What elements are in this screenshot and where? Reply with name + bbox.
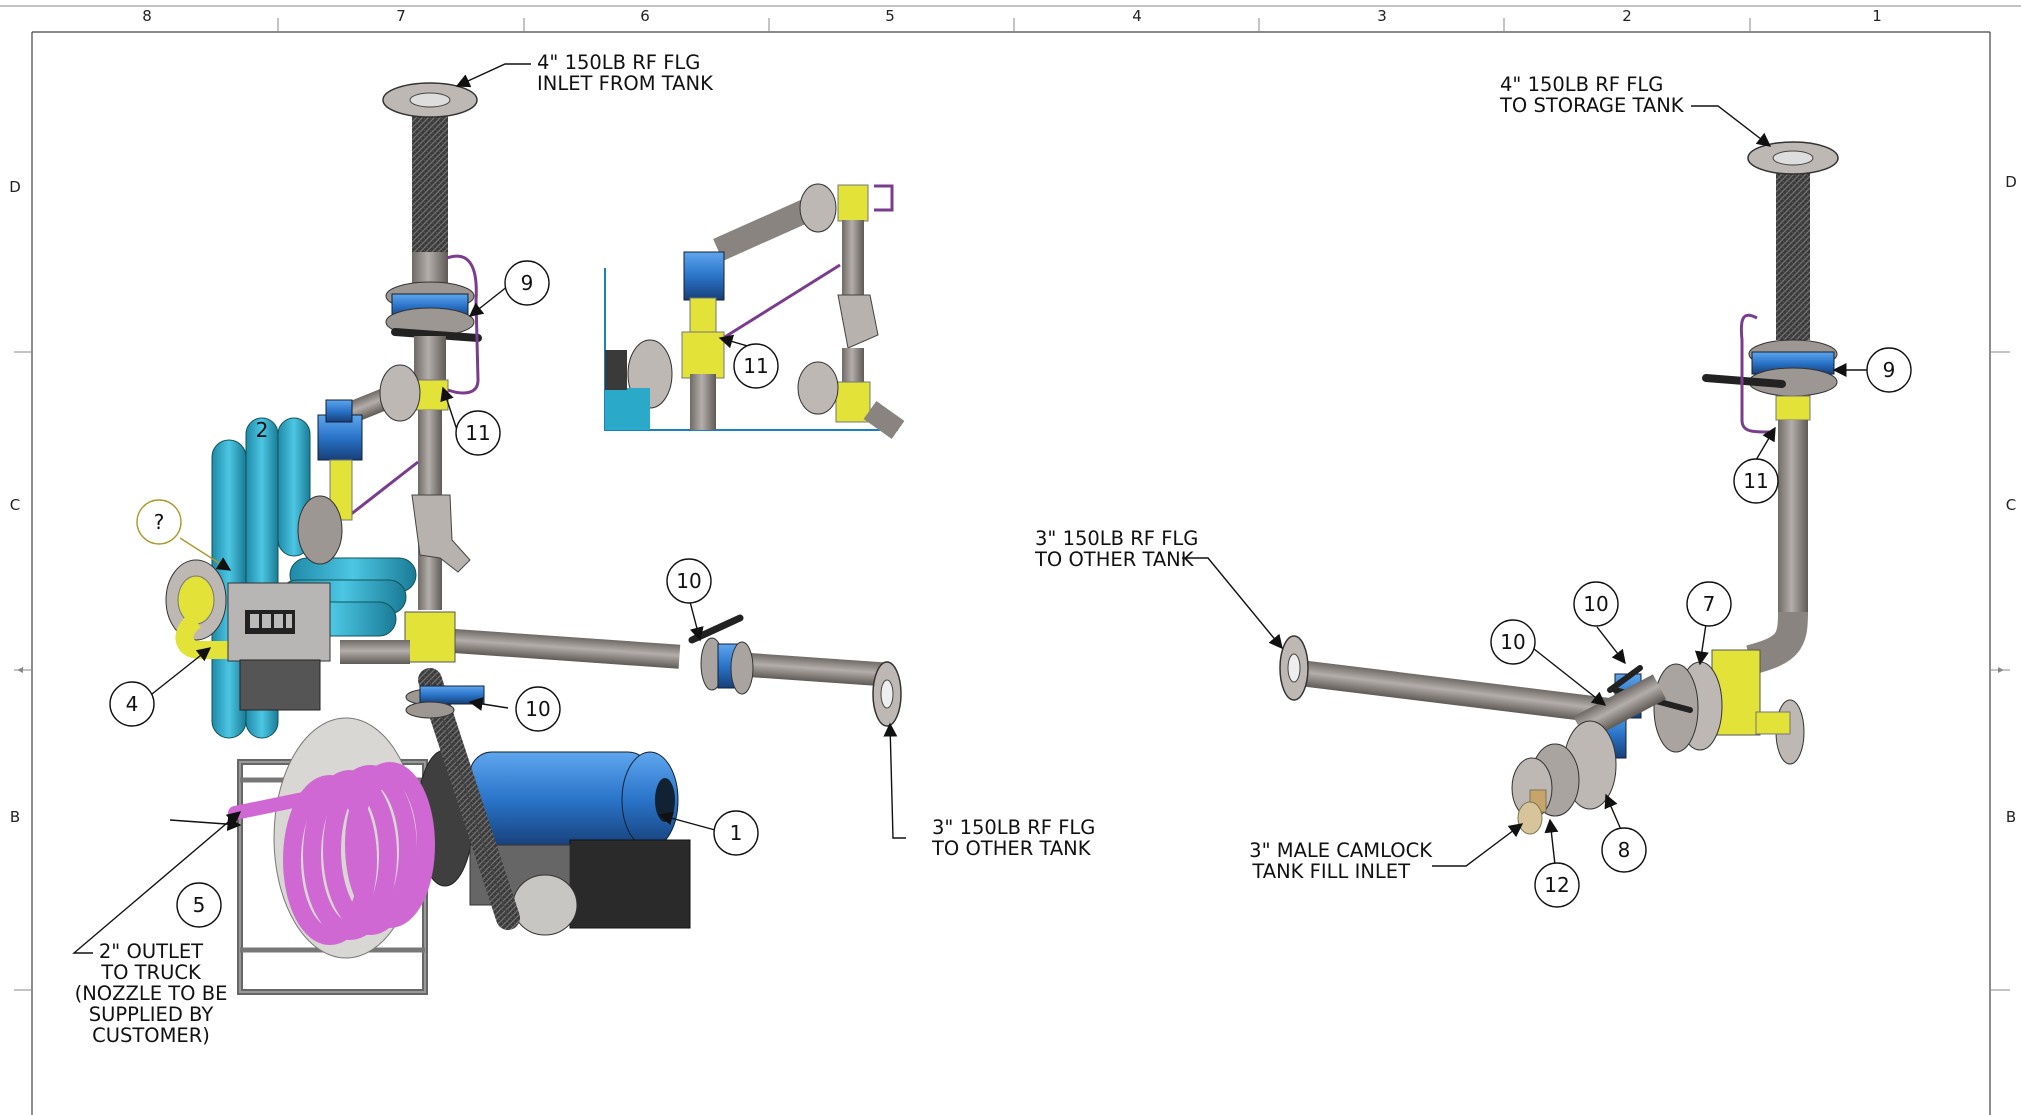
svg-text:9: 9 [1883, 358, 1896, 382]
balloon-7: 7 [1686, 581, 1732, 627]
hose-coils [283, 762, 435, 945]
svg-text:SUPPLIED BY: SUPPLIED BY [89, 1003, 214, 1026]
row-label: D [2005, 173, 2017, 191]
balloon-5: 5 [176, 882, 222, 928]
svg-text:11: 11 [1743, 469, 1768, 493]
balloon-9: 9 [1866, 347, 1912, 393]
svg-text:4" 150LB RF FLG: 4" 150LB RF FLG [1500, 73, 1663, 96]
balloon-10: 10 [666, 558, 712, 604]
row-label: B [2006, 808, 2016, 826]
svg-text:10: 10 [676, 569, 701, 593]
balloon-1: 1 [713, 810, 759, 856]
svg-text:TO OTHER TANK: TO OTHER TANK [931, 837, 1092, 860]
balloon-12: 12 [1534, 862, 1580, 908]
svg-text:4" 150LB RF FLG: 4" 150LB RF FLG [537, 51, 700, 74]
sheet-border: 8 7 6 5 4 3 2 1 D C B D C B [0, 5, 2021, 1115]
svg-text:TO STORAGE TANK: TO STORAGE TANK [1499, 94, 1685, 117]
svg-text:TANK FILL INLET: TANK FILL INLET [1251, 860, 1410, 883]
note-to-other-tank-left: 3" 150LB RF FLG TO OTHER TANK [931, 816, 1095, 860]
column-label: 2 [1622, 7, 1632, 25]
row-label: C [2006, 496, 2016, 514]
svg-text:4: 4 [126, 692, 139, 716]
svg-text:12: 12 [1544, 873, 1569, 897]
svg-text:10: 10 [1583, 592, 1608, 616]
inset-detail-view [604, 183, 905, 439]
balloon-question: ? [136, 499, 182, 545]
column-label: 8 [142, 7, 152, 25]
column-label: 6 [640, 7, 650, 25]
row-label: C [10, 496, 20, 514]
svg-text:7: 7 [1703, 592, 1716, 616]
note-to-other-tank-right: 3" 150LB RF FLG TO OTHER TANK [1034, 527, 1198, 571]
balloon-9: 9 [504, 260, 550, 306]
note-inlet-from-tank: 4" 150LB RF FLG INLET FROM TANK [537, 51, 714, 95]
svg-text:10: 10 [1500, 630, 1525, 654]
row-label: D [9, 178, 21, 196]
balloon-11: 11 [733, 343, 779, 389]
leader-lines [72, 63, 1870, 954]
balloon-8: 8 [1601, 827, 1647, 873]
valve-handle [391, 328, 482, 342]
item-balloons: 1 2 4 5 7 8 9 9 10 10 10 10 11 11 11 12 … [109, 260, 1912, 928]
svg-text:2" OUTLET: 2" OUTLET [99, 940, 203, 963]
balloon-2: 2 [256, 418, 269, 442]
note-to-storage-tank: 4" 150LB RF FLG TO STORAGE TANK [1499, 73, 1685, 117]
column-label: 7 [396, 7, 406, 25]
svg-text:3" 150LB RF FLG: 3" 150LB RF FLG [932, 816, 1095, 839]
svg-text:(NOZZLE TO BE: (NOZZLE TO BE [75, 982, 228, 1005]
balloon-11: 11 [1733, 458, 1779, 504]
balloon-4: 4 [109, 681, 155, 727]
left-skid-assembly [165, 82, 902, 995]
column-label: 3 [1377, 7, 1387, 25]
balloon-10: 10 [1490, 619, 1536, 665]
svg-text:3" MALE CAMLOCK: 3" MALE CAMLOCK [1249, 839, 1433, 862]
svg-text:8: 8 [1618, 838, 1631, 862]
row-label: B [10, 808, 20, 826]
column-label: 1 [1872, 7, 1882, 25]
note-outlet-to-truck: 2" OUTLET TO TRUCK (NOZZLE TO BE SUPPLIE… [75, 940, 228, 1047]
column-label: 5 [885, 7, 895, 25]
svg-text:3" 150LB RF FLG: 3" 150LB RF FLG [1035, 527, 1198, 550]
svg-text:TO OTHER TANK: TO OTHER TANK [1034, 548, 1195, 571]
balloon-10: 10 [515, 686, 561, 732]
svg-text:TO TRUCK: TO TRUCK [100, 961, 202, 984]
svg-text:CUSTOMER): CUSTOMER) [92, 1024, 210, 1047]
note-camlock-fill-inlet: 3" MALE CAMLOCK TANK FILL INLET [1249, 839, 1433, 883]
balloon-10: 10 [1573, 581, 1619, 627]
svg-text:2: 2 [256, 418, 269, 442]
svg-text:?: ? [154, 510, 165, 534]
svg-text:5: 5 [193, 893, 206, 917]
svg-text:INLET FROM TANK: INLET FROM TANK [537, 72, 714, 95]
purple-tube [446, 254, 480, 395]
right-piping-assembly [1279, 141, 1839, 835]
svg-text:9: 9 [521, 271, 534, 295]
svg-text:11: 11 [465, 421, 490, 445]
balloon-11: 11 [455, 410, 501, 456]
svg-text:1: 1 [730, 821, 743, 845]
column-label: 4 [1132, 7, 1142, 25]
svg-text:11: 11 [743, 354, 768, 378]
svg-text:10: 10 [525, 697, 550, 721]
